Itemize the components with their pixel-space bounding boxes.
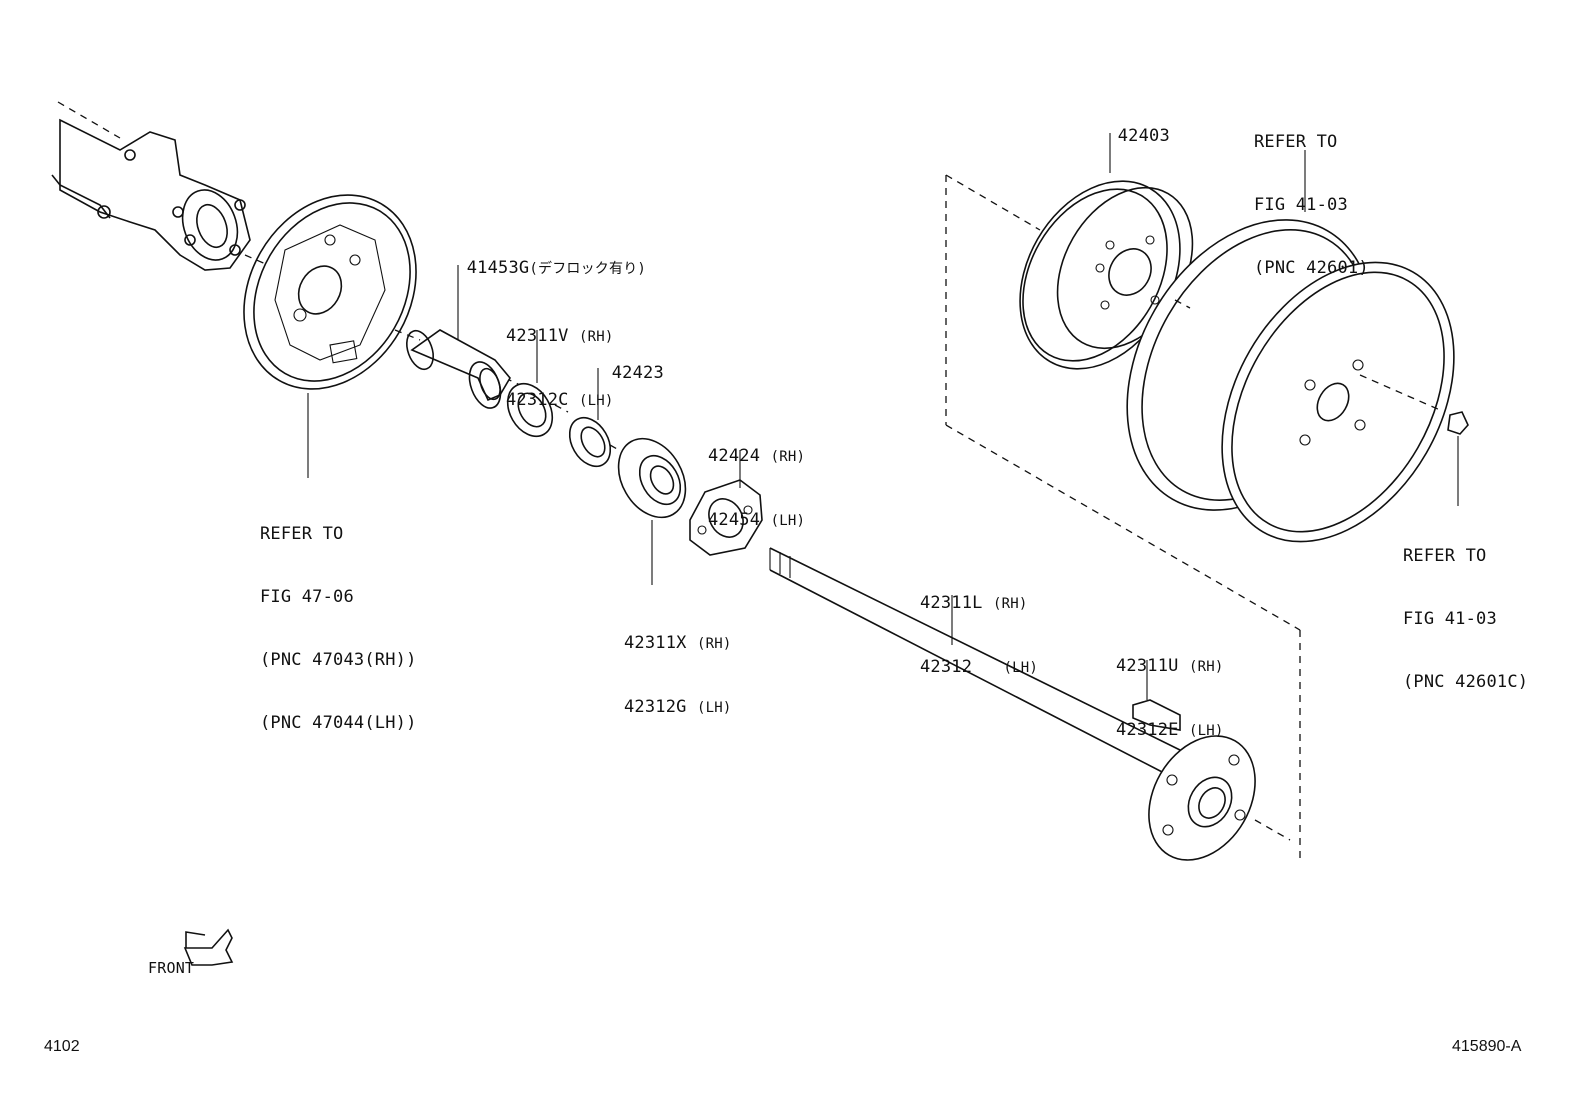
part-note: (デフロック有り) — [529, 261, 647, 277]
bearing-retainer-42424 — [689, 450, 763, 556]
part-side: (LH) — [1003, 660, 1039, 676]
part-number: 42311V — [506, 326, 569, 346]
ref-line: (PNC 42601C) — [1403, 672, 1529, 692]
part-number: 42423 — [611, 363, 664, 383]
bearing-sleeve-41453g — [406, 265, 511, 409]
part-side: (LH) — [579, 393, 614, 409]
part-number: 42312C — [506, 390, 569, 410]
rear-axle-shaft — [769, 547, 1181, 776]
ref-line: REFER TO — [1254, 132, 1338, 152]
axle-flange — [1148, 735, 1291, 861]
retainer-ring-42423 — [568, 368, 612, 468]
ref-line: (PNC 42601) — [1254, 258, 1369, 278]
part-side: (RH) — [993, 596, 1028, 612]
brake-backing-plate — [243, 194, 417, 478]
hub-nut — [1447, 411, 1469, 506]
front-label: FRONT — [148, 959, 195, 977]
footer-left-code: 4102 — [44, 1038, 80, 1055]
label-42311u-42312e: 42311U (RH) 42312E (LH) — [1116, 614, 1224, 784]
brake-plate-reference: REFER TO FIG 47-06 (PNC 47043(RH)) (PNC … — [260, 482, 417, 776]
part-side: (RH) — [697, 636, 732, 652]
part-number: 42454 — [708, 510, 761, 530]
ref-line: FIG 41-03 — [1254, 195, 1348, 215]
part-side: (RH) — [1189, 659, 1224, 675]
oil-seal-42311v — [506, 330, 554, 438]
part-number: 42312E — [1116, 720, 1179, 740]
part-number: 42312G — [624, 697, 687, 717]
part-number: 42424 — [708, 446, 761, 466]
label-42424-42454: 42424 (RH) 42454 (LH) — [708, 404, 805, 574]
label-42311l-42312: 42311L (RH) 42312 (LH) — [920, 551, 1038, 721]
ref-line: REFER TO — [260, 524, 344, 544]
part-number: 42311U — [1116, 656, 1179, 676]
label-42423: 42423 — [570, 342, 664, 405]
ref-line: FIG 47-06 — [260, 587, 354, 607]
axle-housing — [51, 101, 269, 271]
part-number: 41453G — [466, 258, 530, 278]
hub-bolt-42311u — [1132, 660, 1181, 731]
front-arrow-icon — [183, 928, 234, 966]
label-42311x-42312g: 42311X (RH) 42312G (LH) — [624, 591, 732, 761]
part-side: (RH) — [770, 449, 806, 465]
ref-line: REFER TO — [1403, 546, 1487, 566]
ref-line: (PNC 47044(LH)) — [260, 713, 417, 733]
part-side: (LH) — [1189, 723, 1224, 739]
label-41453g: 41453G(デフロック有り) — [425, 237, 646, 301]
part-number: 42403 — [1117, 126, 1170, 146]
part-number: 42312 — [920, 657, 973, 677]
ref-line: FIG 41-03 — [1403, 609, 1497, 629]
footer-right-code: 415890-A — [1452, 1038, 1522, 1055]
assembly-bracket — [945, 174, 1301, 858]
label-42403: 42403 — [1076, 105, 1170, 168]
part-number: 42311X — [624, 633, 687, 653]
part-side: (LH) — [697, 700, 732, 716]
ref-line: (PNC 47043(RH)) — [260, 650, 417, 670]
label-42311v-42312c: 42311V (RH) 42312C (LH) — [506, 284, 614, 454]
road-wheel — [1126, 150, 1455, 543]
nut-reference: REFER TO FIG 41-03 (PNC 42601C) — [1403, 504, 1528, 735]
part-side: (RH) — [579, 329, 614, 345]
wheel-reference: REFER TO FIG 41-03 (PNC 42601) — [1254, 90, 1369, 321]
bearing-42311x — [617, 437, 687, 585]
part-number: 42311L — [920, 593, 983, 613]
part-side: (LH) — [770, 513, 806, 529]
